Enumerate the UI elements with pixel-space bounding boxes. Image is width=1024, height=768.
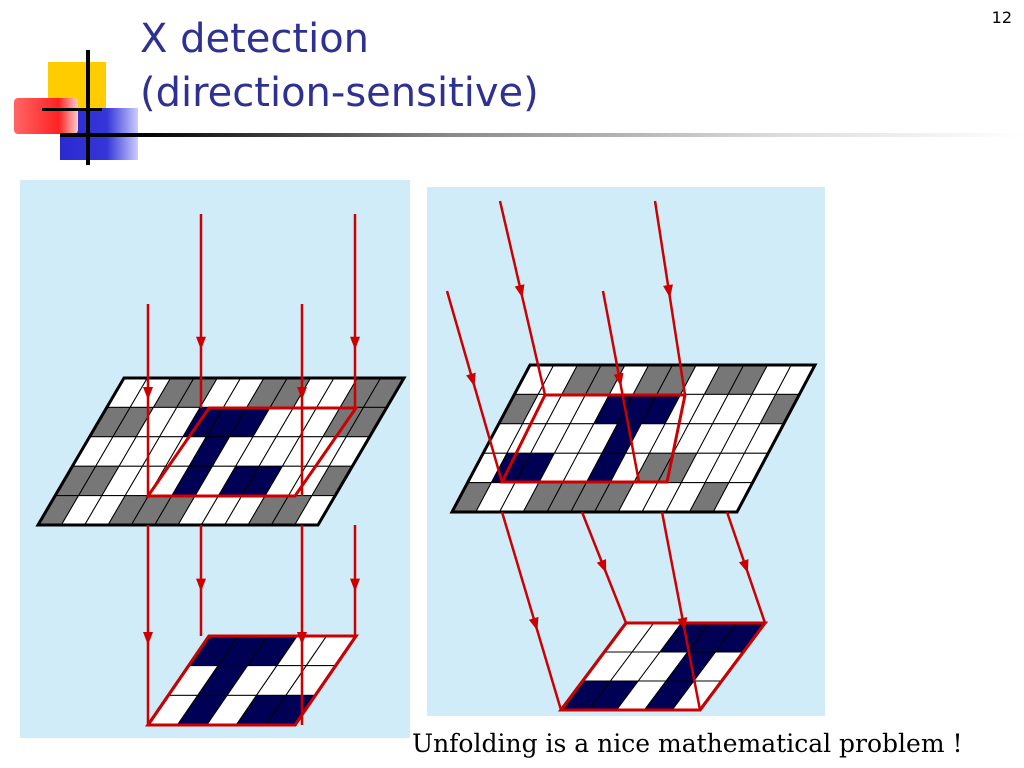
arrowhead-icon (528, 616, 539, 631)
slide-caption: Unfolding is a nice mathematical problem… (412, 729, 963, 758)
arrowhead-icon (677, 617, 688, 631)
diagram-left-panel (20, 180, 410, 738)
upper-grid (449, 363, 818, 514)
arrowhead-icon (196, 578, 206, 592)
title-line-2: (direction-sensitive) (140, 70, 539, 116)
lower-grid (558, 621, 768, 712)
diagram-left (35, 214, 407, 727)
detection-window (145, 406, 359, 498)
projected-window (145, 634, 359, 727)
slide-title: X detection (direction-sensitive) (140, 12, 840, 120)
arrowhead-icon (196, 336, 206, 350)
arrowhead-icon (596, 559, 607, 574)
projection-rays (143, 214, 360, 725)
upper-grid-border (449, 363, 818, 514)
diagram-right-panel (427, 187, 825, 716)
detection-window (499, 393, 687, 484)
diagram-right (445, 200, 818, 712)
title-rule (60, 133, 1024, 137)
lower-grid (145, 634, 359, 727)
slide-logo (0, 0, 140, 174)
upper-grid-border (35, 376, 407, 527)
slide-number: 12 (991, 8, 1012, 27)
arrowhead-icon (350, 336, 360, 350)
arrowhead-icon (514, 284, 525, 298)
arrowhead-icon (466, 372, 476, 387)
projection-rays (445, 200, 767, 711)
arrowhead-icon (297, 387, 307, 400)
title-line-1: X detection (140, 16, 370, 62)
projection-ray (500, 511, 563, 711)
arrowhead-icon (143, 387, 153, 400)
projection-ray (660, 511, 702, 711)
arrowhead-icon (738, 559, 749, 574)
arrowhead-icon (350, 578, 360, 592)
arrowhead-icon (663, 284, 673, 298)
arrowhead-icon (613, 372, 624, 387)
arrowhead-icon (297, 632, 307, 645)
upper-grid (35, 376, 407, 527)
arrowhead-icon (143, 632, 153, 645)
